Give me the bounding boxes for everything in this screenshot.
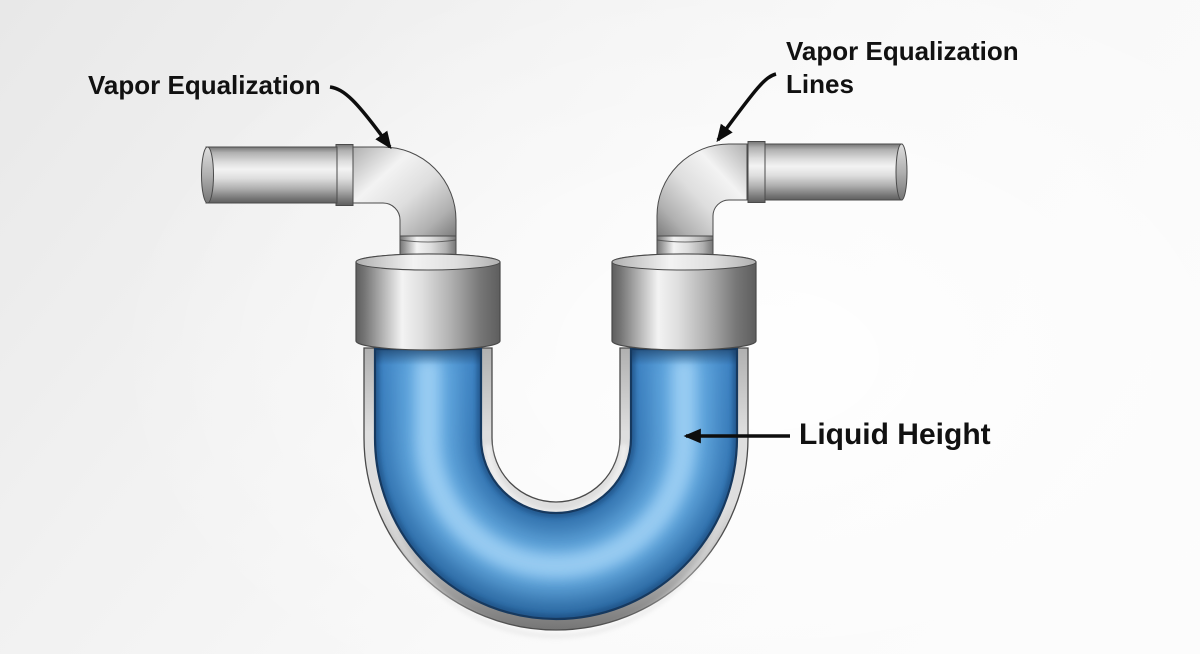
vapor-right-arrow — [716, 72, 777, 143]
right-horizontal-pipe — [764, 143, 903, 201]
label-liquid-height: Liquid Height — [799, 418, 991, 451]
right-coupling-ring — [747, 141, 766, 203]
collars — [355, 253, 757, 351]
left-pipe-end-cap — [201, 146, 214, 204]
right-pipe-end-cap — [895, 143, 908, 201]
liquid — [373, 347, 739, 621]
left-vapor-line — [201, 144, 459, 270]
liquid-top-shadow-right — [629, 349, 737, 365]
right-elbow-pipe — [656, 143, 748, 241]
left-elbow-pipe — [352, 146, 457, 241]
left-horizontal-pipe — [205, 146, 338, 204]
outer-rim-highlight — [377, 459, 735, 639]
left-collar-top-face — [355, 253, 501, 271]
liquid-top-shadow-left — [375, 349, 483, 365]
annotation-arrows — [329, 72, 790, 444]
left-coupling-ring — [335, 144, 354, 206]
label-vapor-equalization-lines-right: Vapor Equalization Lines — [786, 36, 1019, 100]
right-vapor-line — [654, 141, 908, 270]
liquid-core-glare — [416, 360, 696, 578]
right-collar-top-face — [611, 253, 757, 271]
label-vapor-equalization-left: Vapor Equalization — [88, 70, 321, 100]
liquid-outline — [373, 347, 739, 621]
left-stub-seam — [399, 239, 457, 243]
right-stub-seam — [656, 239, 714, 243]
vapor-left-arrow — [329, 85, 392, 150]
